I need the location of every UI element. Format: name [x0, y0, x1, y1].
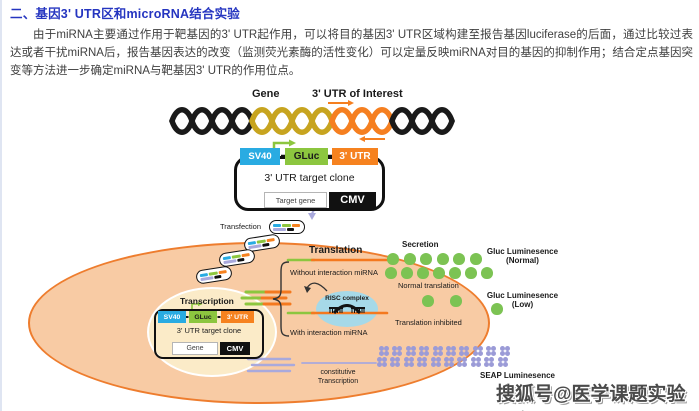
translation-inhibited-label: Translation inhibited — [395, 318, 462, 327]
nucleus-cmv-box: CMV — [220, 342, 250, 355]
gluc-protein-dot — [465, 267, 477, 279]
risc-complex-label: RISC complex — [325, 295, 369, 302]
section-title: 二、基因3' UTR区和microRNA结合实验 — [10, 7, 241, 21]
nucleus-plasmid-outline — [154, 309, 264, 359]
utr-of-interest-label: 3' UTR of Interest — [312, 88, 403, 100]
without-mirna-label: Without interaction miRNA — [290, 268, 378, 277]
watermark: 搜狐号@医学课题实验服务 — [496, 384, 686, 405]
seap-label: SEAP Luminesence — [480, 371, 555, 380]
gluc-protein-dot — [453, 253, 465, 265]
cell-nucleus — [147, 287, 277, 377]
nucleus-gene-box: Gene — [172, 342, 218, 355]
gluc-normal-line1: Gluc Luminesence — [486, 247, 559, 256]
gluc-protein-dot — [436, 253, 449, 265]
nucleus-gluc-box: GLuc — [189, 311, 217, 323]
secretion-label: Secretion — [402, 240, 439, 249]
seap-protein-dot — [486, 346, 492, 351]
intro-paragraph: 由于miRNA主要通过作用于靶基因的3' UTR起作用，可以将目的基因3' UT… — [10, 29, 693, 77]
transfection-capsule — [269, 220, 305, 234]
constitutive-transcription-label: constitutive Transcription — [307, 369, 369, 386]
gene-label: Gene — [252, 88, 280, 100]
seap-protein-dot — [499, 346, 505, 351]
seap-protein-dot — [497, 357, 503, 362]
gluc-low-label: Gluc Luminesence (Low) — [470, 291, 575, 309]
nucleus-target-clone-caption: 3' UTR target clone — [176, 326, 242, 335]
utr3-box: 3' UTR — [332, 148, 378, 165]
transcription-label: Transcription — [180, 296, 234, 306]
gluc-normal-line2: (Normal) — [506, 256, 539, 265]
gluc-normal-label: Gluc Luminesence (Normal) — [470, 247, 575, 265]
target-gene-box: Target gene — [264, 192, 327, 208]
gluc-low-line2: (Low) — [511, 300, 534, 309]
constitutive-line2: Transcription — [317, 377, 359, 385]
constitutive-line1: constitutive — [320, 369, 356, 376]
primer-arrows — [328, 100, 385, 142]
gluc-box: GLuc — [285, 148, 328, 165]
with-mirna-label: With interaction miRNA — [290, 328, 368, 337]
cmv-box: CMV — [329, 192, 376, 208]
translation-label: Translation — [309, 245, 363, 256]
nucleus-utr3-box: 3' UTR — [221, 311, 254, 323]
gluc-low-line1: Gluc Luminesence — [486, 291, 559, 300]
seap-protein-dot — [470, 357, 476, 362]
gluc-protein-dot — [481, 267, 493, 279]
gluc-protein-dot — [420, 253, 432, 265]
seap-protein-dot — [484, 357, 490, 362]
nucleus-sv40-box: SV40 — [158, 311, 186, 323]
dna-helix — [169, 107, 455, 135]
transfection-label: Transfection — [220, 222, 261, 231]
sv40-box: SV40 — [240, 148, 280, 165]
target-clone-caption: 3' UTR target clone — [264, 172, 355, 184]
normal-translation-label: Normal translation — [398, 281, 459, 290]
